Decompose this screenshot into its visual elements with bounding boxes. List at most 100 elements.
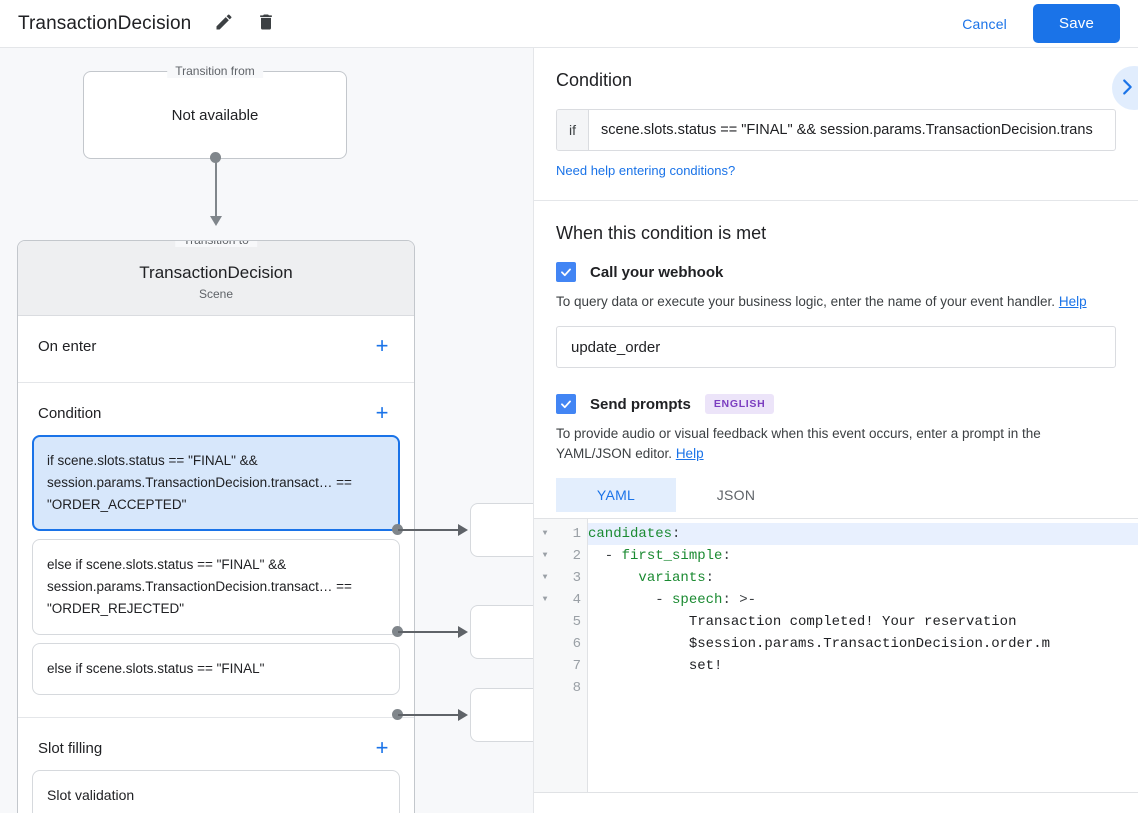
code-line-number: 6 [572, 636, 581, 652]
add-condition-button[interactable]: + [370, 401, 394, 425]
code-line-number: 4 [572, 592, 581, 608]
details-panel: Condition if Need help entering conditio… [534, 48, 1138, 813]
trash-icon [256, 12, 276, 35]
section-title-on-enter: On enter [38, 337, 97, 355]
branch-line-3 [398, 714, 466, 716]
code-line[interactable]: candidates: [588, 523, 1138, 545]
code-line[interactable]: - first_simple: [588, 545, 1138, 567]
when-condition-met-heading: When this condition is met [556, 223, 767, 243]
code-line-number: 1 [572, 526, 581, 542]
code-line-number: 8 [572, 680, 581, 696]
pencil-icon [214, 12, 234, 35]
code-line-number: 2 [572, 548, 581, 564]
transition-from-node[interactable]: Transition from Not available [83, 64, 347, 159]
condition-list-item[interactable]: else if scene.slots.status == "FINAL" [32, 643, 400, 695]
editor-fold-column[interactable]: ▼ ▼ ▼ ▼ [534, 519, 556, 792]
code-line-number: 7 [572, 658, 581, 674]
send-prompts-description-text: To provide audio or visual feedback when… [556, 426, 1041, 461]
scene-subtitle: Scene [198, 287, 234, 301]
section-head-slot-filling: Slot filling + [18, 718, 414, 770]
code-fold-toggle[interactable]: ▼ [542, 573, 548, 582]
scene-graph-canvas[interactable]: Transition from Not available Transition… [0, 48, 534, 813]
condition-help-link[interactable]: Need help entering conditions? [556, 163, 736, 178]
branch-arrow-1 [458, 524, 468, 536]
section-on-enter: On enter + [18, 316, 414, 383]
condition-if-label: if [557, 110, 589, 150]
code-fold-toggle [534, 611, 556, 633]
code-token: : [672, 526, 681, 542]
call-webhook-description-text: To query data or execute your business l… [556, 294, 1056, 309]
tab-yaml[interactable]: YAML [556, 478, 676, 512]
scene-header[interactable]: TransactionDecision Scene [18, 241, 414, 316]
code-token: Transaction completed! Your reservation [588, 614, 1017, 630]
event-handler-input[interactable] [556, 326, 1116, 368]
code-fold-toggle [534, 655, 556, 677]
branch-target-box-3[interactable] [470, 688, 533, 742]
condition-input[interactable] [589, 110, 1115, 150]
section-head-condition: Condition + [18, 383, 414, 435]
call-webhook-row[interactable]: Call your webhook [556, 262, 1116, 282]
send-prompts-checkbox[interactable] [556, 394, 576, 414]
add-on-enter-button[interactable]: + [370, 334, 394, 358]
add-slot-filling-button[interactable]: + [370, 736, 394, 760]
condition-block: Condition if Need help entering conditio… [534, 48, 1138, 201]
condition-heading: Condition [556, 70, 633, 90]
branch-line-1 [398, 529, 466, 531]
transition-to-legend: Transition to [175, 241, 257, 247]
code-line[interactable]: Transaction completed! Your reservation [588, 611, 1138, 633]
branch-dot-3 [392, 709, 403, 720]
slot-validation-item[interactable]: Slot validation [32, 770, 400, 813]
code-line[interactable]: - speech: >- [588, 589, 1138, 611]
code-token: : >- [722, 592, 757, 608]
code-token: first_simple [621, 548, 723, 564]
code-token: : [722, 548, 731, 564]
branch-target-box-2[interactable] [470, 605, 533, 659]
code-token: set! [588, 658, 723, 674]
connector-arrow-down [210, 216, 222, 226]
code-token: $session.params.TransactionDecision.orde… [588, 636, 1051, 652]
condition-list-item[interactable]: else if scene.slots.status == "FINAL" &&… [32, 539, 400, 635]
code-token: variants [638, 570, 706, 586]
code-fold-toggle [534, 677, 556, 699]
code-fold-toggle[interactable]: ▼ [542, 551, 548, 560]
save-button[interactable]: Save [1033, 4, 1120, 43]
branch-dot-2 [392, 626, 403, 637]
prompts-help-link[interactable]: Help [675, 446, 704, 461]
branch-arrow-2 [458, 626, 468, 638]
delete-button[interactable] [251, 9, 281, 39]
branch-target-box-1[interactable] [470, 503, 533, 557]
condition-list-item[interactable]: if scene.slots.status == "FINAL" && sess… [32, 435, 400, 531]
cancel-button[interactable]: Cancel [948, 7, 1021, 41]
send-prompts-row[interactable]: Send prompts ENGLISH [556, 394, 1116, 414]
code-line[interactable]: $session.params.TransactionDecision.orde… [588, 633, 1138, 655]
code-line[interactable] [588, 677, 1138, 699]
send-prompts-description: To provide audio or visual feedback when… [556, 424, 1116, 464]
main-area: Transition from Not available Transition… [0, 48, 1138, 813]
code-line-number: 3 [572, 570, 581, 586]
section-head-on-enter: On enter + [18, 316, 414, 368]
code-token [588, 570, 638, 586]
editor-code-area[interactable]: candidates: - first_simple: variants: - … [588, 519, 1138, 792]
plus-icon: + [375, 735, 389, 760]
edit-name-button[interactable] [209, 9, 239, 39]
code-fold-toggle[interactable]: ▼ [542, 529, 548, 538]
code-token: candidates [588, 526, 673, 542]
call-webhook-label: Call your webhook [590, 263, 724, 281]
call-webhook-description: To query data or execute your business l… [556, 292, 1116, 312]
code-token: - [588, 548, 622, 564]
top-app-bar: TransactionDecision Cancel Save [0, 0, 1138, 48]
page-title: TransactionDecision [18, 12, 192, 34]
branch-line-2 [398, 631, 466, 633]
transition-to-card: Transition to TransactionDecision Scene … [17, 240, 415, 813]
webhook-help-link[interactable]: Help [1058, 294, 1087, 309]
tab-json[interactable]: JSON [676, 478, 796, 512]
transition-from-value: Not available [171, 106, 259, 124]
condition-input-row[interactable]: if [556, 109, 1116, 151]
code-fold-toggle[interactable]: ▼ [542, 595, 548, 604]
code-line[interactable]: set! [588, 655, 1138, 677]
call-webhook-checkbox[interactable] [556, 262, 576, 282]
connector-line-vertical [215, 158, 217, 220]
code-line[interactable]: variants: [588, 567, 1138, 589]
